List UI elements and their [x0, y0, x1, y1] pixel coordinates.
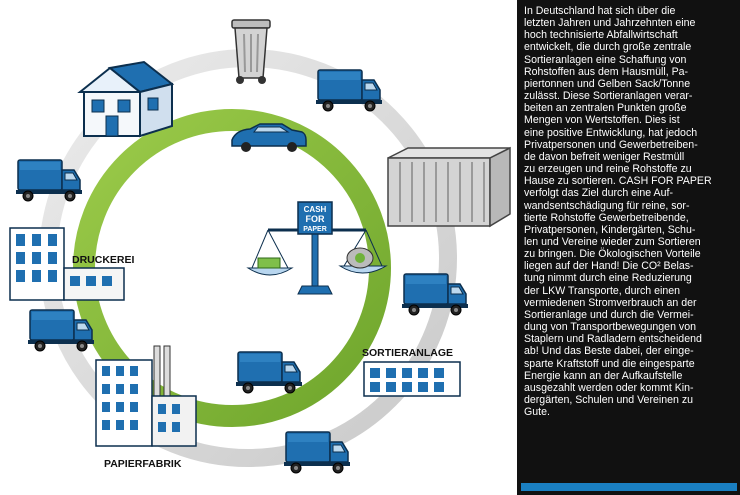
- description-text: In Deutschland hat sich über die letzten…: [524, 5, 712, 419]
- container-icon: [387, 146, 511, 228]
- recycling-cycle-graphic: DRUCKEREI PAPIERFABRIK SORTIERANLAGE: [9, 19, 511, 474]
- truck-icon-top-right: [315, 69, 383, 112]
- car-icon: [231, 123, 307, 152]
- logo-line3: PAPER: [303, 226, 327, 233]
- logo-line2: FOR: [306, 214, 325, 224]
- label-sortieranlage: SORTIERANLAGE: [362, 347, 453, 359]
- label-druckerei: DRUCKEREI: [72, 254, 135, 266]
- house-icon: [77, 60, 175, 138]
- waste-bin-icon: [231, 19, 271, 84]
- label-papierfabrik: PAPIERFABRIK: [104, 458, 182, 470]
- paper-factory-icon: [95, 345, 197, 447]
- sorting-plant-icon: [363, 361, 461, 397]
- printing-house-icon: [9, 227, 125, 301]
- scale-icon: CASH FOR PAPER: [246, 201, 388, 295]
- description-panel: In Deutschland hat sich über die letzten…: [517, 0, 740, 495]
- accent-bar: [521, 483, 737, 491]
- logo-line1: CASH: [304, 205, 327, 214]
- truck-icon-center-bottom: [235, 351, 303, 394]
